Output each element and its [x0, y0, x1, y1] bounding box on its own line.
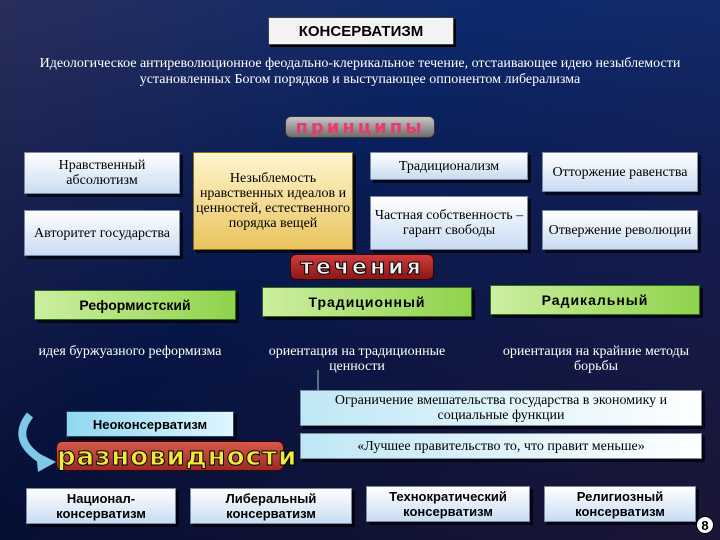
current-radical: Радикальный — [490, 285, 700, 315]
principle-rejection-revolution: Отвержение революции — [542, 210, 698, 250]
definition-text: Идеологическое антиреволюционное феодаль… — [39, 56, 681, 87]
currents-heading: течения — [290, 254, 434, 281]
current-traditional: Традиционный — [262, 287, 472, 317]
page-number: 8 — [696, 516, 714, 534]
variety-liberal: Либеральный консерватизм — [190, 488, 352, 524]
current-radical-description: ориентация на крайние методы борьбы — [502, 344, 690, 374]
principle-state-authority: Авторитет государства — [24, 210, 180, 256]
neoconservatism-point-state: Ограничение вмешательства государства в … — [300, 390, 702, 426]
varieties-heading: разновидности — [56, 441, 298, 473]
variety-religious: Религиозный консерватизм — [544, 486, 696, 522]
principle-traditionalism: Традиционализм — [370, 152, 528, 180]
principles-heading: принципы — [285, 116, 435, 138]
principle-rejection-equality: Отторжение равенства — [542, 152, 698, 192]
current-reformist: Реформистский — [34, 290, 236, 320]
principle-private-property: Частная собственность – гарант свободы — [370, 196, 528, 250]
variety-technocratic: Технократический консерватизм — [366, 486, 530, 522]
current-reformist-description: идея буржуазного реформизма — [38, 344, 222, 359]
neoconservatism-point-quote: «Лучшее правительство то, что правит мен… — [300, 433, 702, 459]
principle-immutability: Незыблемость нравственных идеалов и ценн… — [193, 152, 353, 250]
variety-national: Национал-консерватизм — [26, 488, 176, 524]
neoconservatism-label: Неоконсерватизм — [66, 411, 234, 437]
page-title: КОНСЕРВАТИЗМ — [268, 17, 454, 45]
principle-moral-absolutism: Нравственный абсолютизм — [24, 152, 180, 194]
current-traditional-description: ориентация на традиционные ценности — [268, 344, 446, 374]
